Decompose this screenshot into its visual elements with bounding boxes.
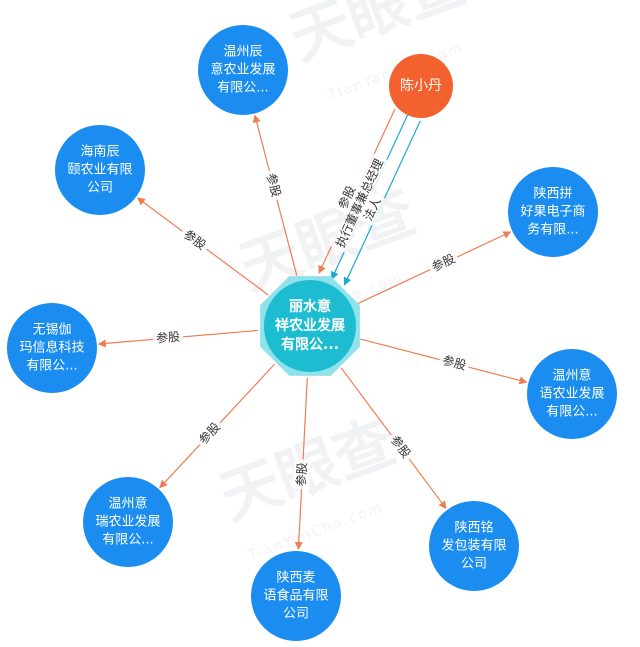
company-node-circle bbox=[429, 501, 519, 591]
invest-edge-label: 参股 bbox=[155, 329, 180, 346]
center-node-label-line: 祥农业发展 bbox=[275, 317, 345, 334]
company-node-label-line: 语食品有限 bbox=[263, 588, 328, 604]
company-node-label-line: 温州意 bbox=[108, 496, 147, 512]
center-node-label-line: 有限公... bbox=[281, 336, 339, 353]
company-node-label-line: 公司 bbox=[461, 557, 487, 572]
invest-edge-label: 参股 bbox=[441, 352, 468, 373]
invest-edge-label-group: 参股 bbox=[385, 429, 417, 464]
center-node-label-line: 丽水意 bbox=[289, 298, 331, 315]
company-node-circle bbox=[198, 25, 288, 115]
watermark-text: 天眼查 bbox=[281, 0, 474, 74]
company-node-label-line: 发包装有限 bbox=[441, 538, 506, 554]
person-node[interactable]: 陈小丹 bbox=[389, 54, 453, 118]
invest-edge-label-bg bbox=[292, 459, 311, 490]
invest-edge-label-bg bbox=[426, 248, 461, 277]
invest-edge-label-group: 参股 bbox=[292, 459, 311, 490]
center-node-circle bbox=[264, 280, 356, 372]
company-node-circle bbox=[251, 551, 341, 641]
invest-edge-label-group: 参股 bbox=[178, 224, 212, 255]
person-edge-label-bg bbox=[330, 153, 388, 253]
company-node-label-line: 公司 bbox=[87, 181, 113, 196]
invest-edge-label-bg bbox=[193, 416, 226, 450]
company-node[interactable]: 温州意语农业发展有限公... bbox=[527, 349, 617, 439]
invest-edge-label: 参股 bbox=[293, 462, 309, 487]
center-node[interactable]: 丽水意祥农业发展有限公... bbox=[264, 280, 356, 372]
company-node-label-line: 公司 bbox=[283, 607, 309, 622]
invest-edge-label-bg bbox=[437, 350, 471, 374]
company-node-circle bbox=[508, 167, 598, 257]
company-node-circle bbox=[7, 303, 97, 393]
company-node-label-line: 陕西麦 bbox=[276, 571, 315, 586]
company-node[interactable]: 陕西拼好果电子商务有限... bbox=[508, 167, 598, 257]
company-node[interactable]: 温州意瑞农业发展有限公... bbox=[83, 477, 173, 567]
person-node-label-line: 陈小丹 bbox=[400, 77, 442, 94]
company-node-label-line: 语农业发展 bbox=[539, 386, 604, 402]
company-node-label-line: 瑞农业发展 bbox=[95, 514, 160, 530]
company-node-label-line: 陕西铭 bbox=[454, 521, 493, 536]
company-node-label-line: 意农业发展 bbox=[210, 62, 275, 78]
company-node-circle bbox=[55, 125, 145, 215]
company-node-circle bbox=[527, 349, 617, 439]
invest-edge-label-bg bbox=[152, 327, 184, 347]
invest-edge-label-bg bbox=[178, 224, 212, 255]
invest-edge-label-group: 参股 bbox=[262, 168, 286, 202]
company-node-circle bbox=[83, 477, 173, 567]
invest-edge-label-group: 参股 bbox=[152, 327, 184, 347]
company-node-label-line: 海南辰 bbox=[80, 144, 119, 160]
company-node[interactable]: 温州辰意农业发展有限公... bbox=[198, 25, 288, 115]
invest-edge-label-bg bbox=[262, 168, 286, 202]
company-node-label-line: 有限公... bbox=[26, 359, 77, 374]
person-node-circle bbox=[389, 54, 453, 118]
person-edge-label-bg bbox=[332, 180, 360, 215]
invest-edge-label-group: 参股 bbox=[437, 350, 471, 374]
company-node-label-line: 无锡伽 bbox=[32, 323, 71, 338]
invest-edge-label-bg bbox=[385, 429, 417, 464]
company-node-label-line: 好果电子商 bbox=[520, 205, 585, 220]
company-node[interactable]: 无锡伽玛信息科技有限公... bbox=[7, 303, 97, 393]
company-node-label-line: 务有限... bbox=[527, 222, 578, 238]
company-node-label-line: 有限公... bbox=[217, 81, 268, 96]
invest-edge-label: 参股 bbox=[264, 171, 285, 198]
company-node-label-line: 有限公... bbox=[102, 533, 153, 548]
invest-edge-label-group: 参股 bbox=[426, 248, 461, 277]
company-node-label-line: 陕西拼 bbox=[533, 187, 572, 202]
nodes-layer: 温州辰意农业发展有限公...海南辰颐农业有限公司无锡伽玛信息科技有限公...温州… bbox=[7, 25, 617, 641]
company-node-label-line: 玛信息科技 bbox=[19, 340, 84, 356]
person-edge-label-bg bbox=[358, 191, 386, 226]
company-node-label-line: 温州意 bbox=[552, 368, 591, 384]
company-node-label-line: 温州辰 bbox=[223, 45, 262, 60]
company-node-label-line: 有限公... bbox=[546, 405, 597, 420]
company-node-label-line: 颐农业有限 bbox=[67, 163, 132, 178]
